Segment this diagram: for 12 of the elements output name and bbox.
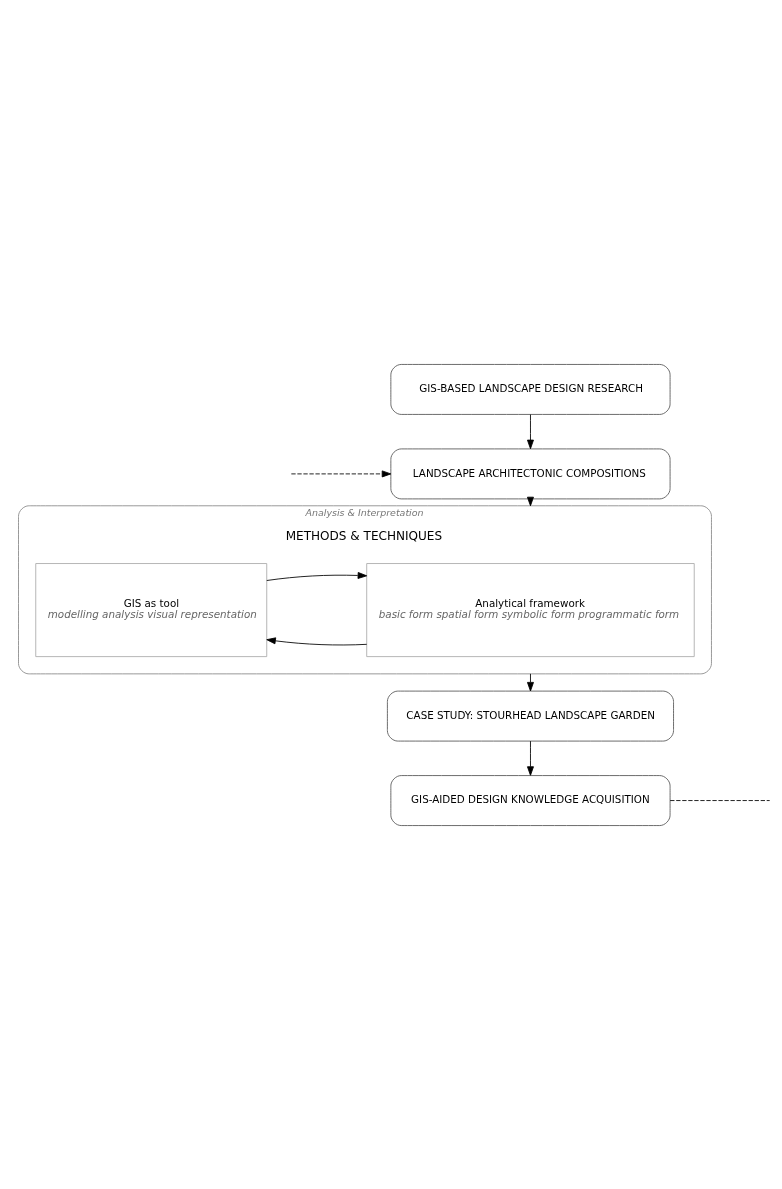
connector bbox=[669, 799, 771, 801]
arrow bbox=[527, 413, 534, 449]
node-box: Analytical framework basic form spatial form symbolic form programmatic form bbox=[366, 562, 695, 657]
arrow bbox=[266, 636, 368, 645]
arrow bbox=[527, 672, 534, 691]
node-box: GIS-AIDED DESIGN KNOWLEDGE ACQUISITION bbox=[390, 774, 671, 826]
node-box: CASE STUDY: STOURHEAD LANDSCAPE GARDEN bbox=[386, 690, 674, 741]
node-box: GIS as tool modelling analysis visual representation bbox=[35, 562, 268, 657]
arrow bbox=[290, 469, 392, 477]
arrow bbox=[527, 740, 534, 776]
arrow bbox=[266, 571, 368, 581]
node-box: GIS-BASED LANDSCAPE DESIGN RESEARCH bbox=[390, 363, 671, 415]
